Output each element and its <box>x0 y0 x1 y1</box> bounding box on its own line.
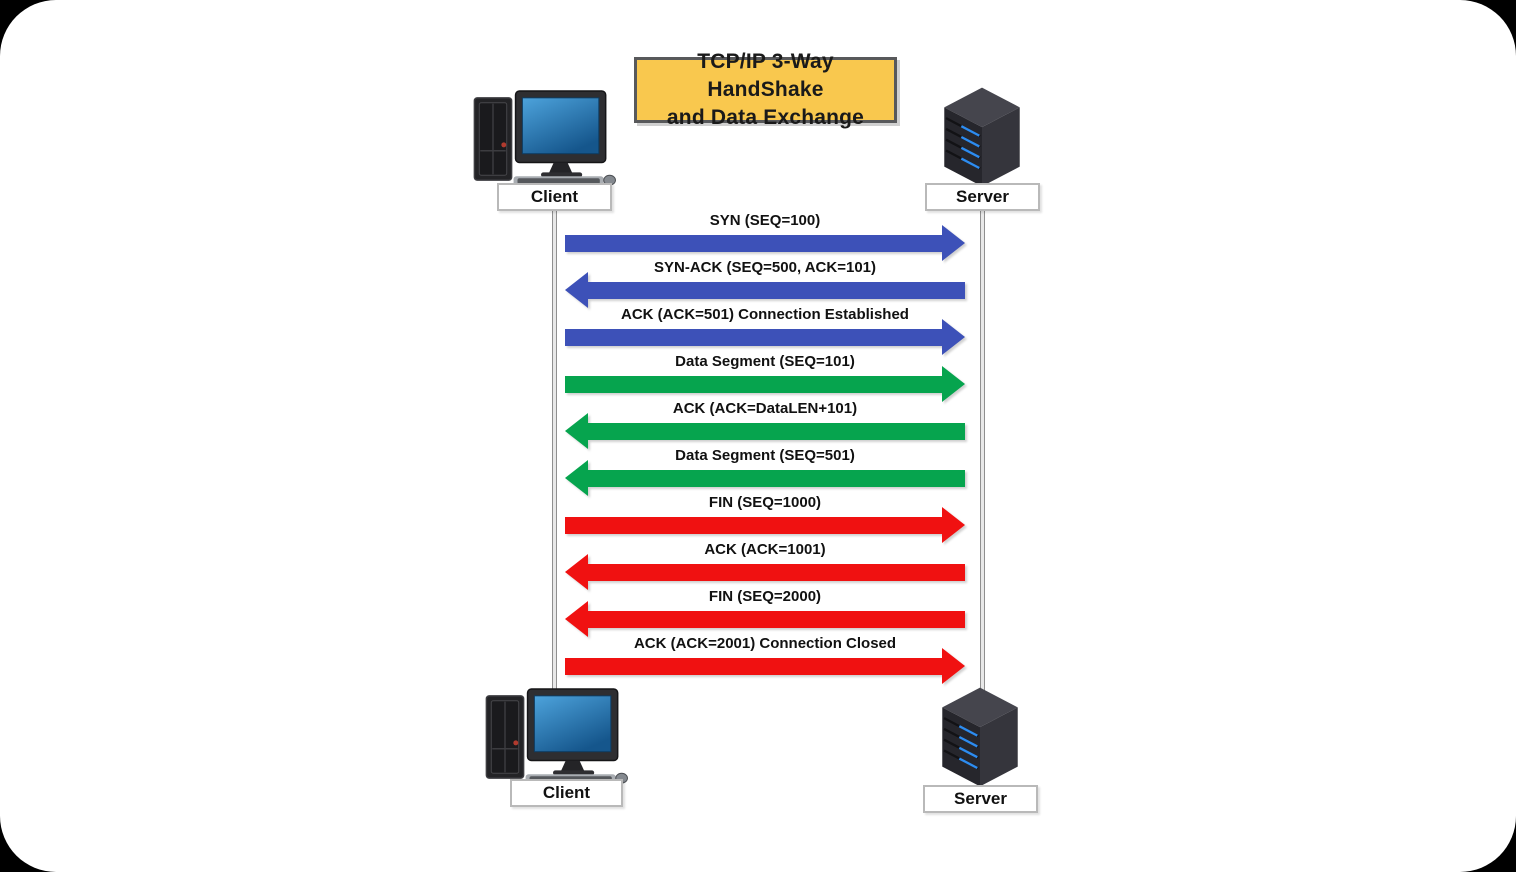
server-tower-icon <box>944 87 1020 187</box>
message-row-1: SYN (SEQ=100) <box>565 212 965 264</box>
arrow-head <box>565 413 588 449</box>
message-row-2: SYN-ACK (SEQ=500, ACK=101) <box>565 259 965 311</box>
diagram-title-line1: TCP/IP 3-Way HandShake <box>697 50 834 101</box>
arrow-shaft <box>565 329 945 346</box>
arrow-head <box>942 319 965 355</box>
arrow-shaft <box>565 658 945 675</box>
message-label: FIN (SEQ=2000) <box>708 588 822 605</box>
message-label: Data Segment (SEQ=501) <box>675 447 855 464</box>
server-label-top: Server <box>925 183 1040 211</box>
message-label: Data Segment (SEQ=101) <box>675 353 855 370</box>
arrow-head <box>942 507 965 543</box>
arrow-head <box>565 460 588 496</box>
arrow-head <box>942 225 965 261</box>
message-label: ACK (ACK=2001) Connection Closed <box>633 635 897 652</box>
message-row-8: ACK (ACK=1001) <box>565 541 965 593</box>
desktop-computer-icon <box>485 688 628 785</box>
client-label-top: Client <box>497 183 612 211</box>
arrow-left-icon <box>565 272 965 308</box>
message-label: ACK (ACK=1001) <box>704 541 826 558</box>
arrow-head <box>565 272 588 308</box>
arrow-right-icon <box>565 366 965 402</box>
message-row-6: Data Segment (SEQ=501) <box>565 447 965 499</box>
server-lifeline <box>980 208 985 702</box>
arrow-head <box>942 648 965 684</box>
message-label: ACK (ACK=501) Connection Established <box>621 306 909 323</box>
arrow-left-icon <box>565 460 965 496</box>
arrow-left-icon <box>565 601 965 637</box>
message-row-9: FIN (SEQ=2000) <box>565 588 965 640</box>
client-label-bottom: Client <box>510 779 623 807</box>
message-label: FIN (SEQ=1000) <box>708 494 822 511</box>
message-row-4: Data Segment (SEQ=101) <box>565 353 965 405</box>
arrow-head <box>565 601 588 637</box>
message-label: ACK (ACK=DataLEN+101) <box>672 400 858 417</box>
arrow-left-icon <box>565 554 965 590</box>
server-label-bottom: Server <box>923 785 1038 813</box>
arrow-head <box>942 366 965 402</box>
arrow-shaft <box>565 376 945 393</box>
message-row-10: ACK (ACK=2001) Connection Closed <box>565 635 965 687</box>
server-tower-icon <box>942 687 1018 787</box>
diagram-title: TCP/IP 3-Way HandShake and Data Exchange <box>634 50 897 129</box>
arrow-shaft <box>565 235 945 252</box>
arrow-shaft <box>585 564 965 581</box>
arrow-right-icon <box>565 507 965 543</box>
arrow-right-icon <box>565 225 965 261</box>
arrow-head <box>565 554 588 590</box>
desktop-computer-icon <box>473 90 616 187</box>
message-row-5: ACK (ACK=DataLEN+101) <box>565 400 965 452</box>
diagram-title-line2: and Data Exchange <box>666 106 865 129</box>
arrow-shaft <box>565 517 945 534</box>
message-row-7: FIN (SEQ=1000) <box>565 494 965 546</box>
arrow-shaft <box>585 423 965 440</box>
arrow-right-icon <box>565 319 965 355</box>
message-label: SYN (SEQ=100) <box>709 212 821 229</box>
message-label: SYN-ACK (SEQ=500, ACK=101) <box>653 259 877 276</box>
client-lifeline <box>552 208 557 700</box>
arrow-shaft <box>585 470 965 487</box>
message-row-3: ACK (ACK=501) Connection Established <box>565 306 965 358</box>
arrow-shaft <box>585 611 965 628</box>
arrow-left-icon <box>565 413 965 449</box>
arrow-shaft <box>585 282 965 299</box>
arrow-right-icon <box>565 648 965 684</box>
